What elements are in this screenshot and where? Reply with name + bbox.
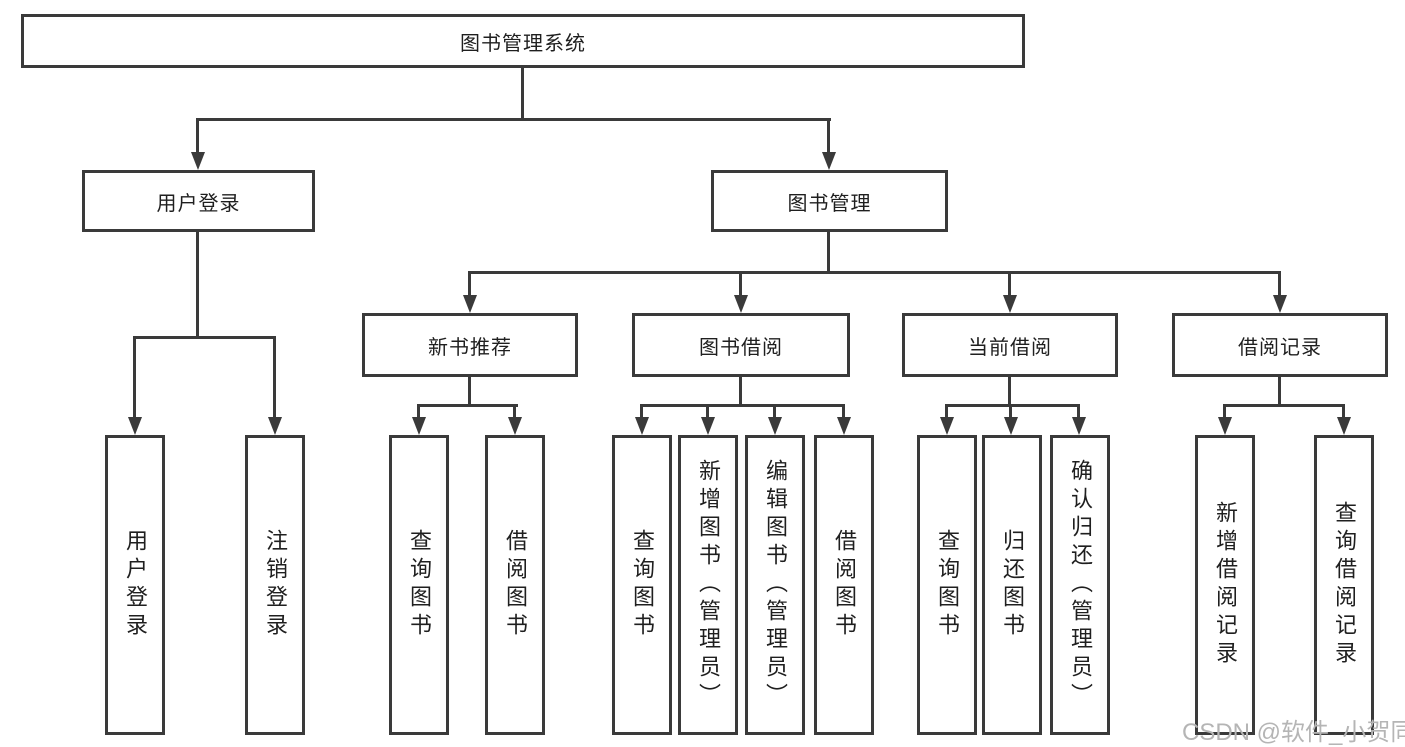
connector-line (1278, 271, 1281, 298)
connector-line (1008, 377, 1011, 407)
leaf-label: 注销登录 (263, 529, 288, 641)
leaf-label: 借阅图书 (832, 529, 857, 641)
connector-line (468, 271, 1281, 274)
leaf-label: 查询借阅记录 (1332, 501, 1357, 669)
leaf-label: 借阅图书 (503, 529, 528, 641)
connector-line (133, 336, 136, 420)
leaf-borrow-book-2: 借阅图书 (814, 435, 874, 735)
node-borrow-record: 借阅记录 (1172, 313, 1388, 377)
connector-line (827, 118, 830, 154)
connector-line (706, 404, 709, 420)
arrowhead-down-icon (412, 417, 426, 435)
arrowhead-down-icon (463, 295, 477, 313)
leaf-logout: 注销登录 (245, 435, 305, 735)
node-label: 新书推荐 (428, 336, 512, 359)
arrowhead-down-icon (1003, 295, 1017, 313)
node-label: 当前借阅 (968, 336, 1052, 359)
leaf-query-book-2: 查询图书 (612, 435, 672, 735)
connector-line (827, 232, 830, 274)
connector-line (1278, 377, 1281, 407)
leaf-label: 新增借阅记录 (1213, 501, 1238, 669)
leaf-return-book: 归还图书 (982, 435, 1042, 735)
connector-line (1223, 404, 1226, 420)
arrowhead-down-icon (701, 417, 715, 435)
connector-line (739, 377, 742, 407)
leaf-label: 新增图书（管理员） (696, 459, 721, 711)
connector-line (513, 404, 516, 420)
leaf-add-book-admin: 新增图书（管理员） (678, 435, 738, 735)
leaf-label: 查询图书 (407, 529, 432, 641)
connector-line (196, 118, 831, 121)
arrowhead-down-icon (768, 417, 782, 435)
leaf-add-borrow-record: 新增借阅记录 (1195, 435, 1255, 735)
connector-line (417, 404, 518, 407)
leaf-label: 归还图书 (1000, 529, 1025, 641)
connector-line (1077, 404, 1080, 420)
arrowhead-down-icon (128, 417, 142, 435)
connector-line (468, 271, 471, 298)
arrowhead-down-icon (822, 152, 836, 170)
arrowhead-down-icon (508, 417, 522, 435)
node-root-label: 图书管理系统 (460, 32, 586, 55)
node-book-borrow: 图书借阅 (632, 313, 850, 377)
node-user-login-label: 用户登录 (156, 192, 241, 215)
connector-line (640, 404, 643, 420)
leaf-label: 确认归还（管理员） (1068, 459, 1093, 711)
connector-line (1008, 271, 1011, 298)
connector-line (773, 404, 776, 420)
connector-line (1009, 404, 1012, 420)
csdn-watermark: CSDN @软件_小贺同学 (1182, 719, 1405, 746)
leaf-label: 查询图书 (630, 529, 655, 641)
leaf-label: 用户登录 (123, 529, 148, 641)
arrowhead-down-icon (837, 417, 851, 435)
node-new-book-recommend: 新书推荐 (362, 313, 578, 377)
connector-line (945, 404, 1080, 407)
connector-line (133, 336, 276, 339)
connector-line (739, 271, 742, 298)
arrowhead-down-icon (734, 295, 748, 313)
node-book-mgmt-label: 图书管理 (787, 192, 872, 215)
connector-line (640, 404, 845, 407)
connector-line (196, 232, 199, 339)
connector-line (1223, 404, 1345, 407)
node-user-login: 用户登录 (82, 170, 315, 232)
leaf-user-login: 用户登录 (105, 435, 165, 735)
leaf-label: 编辑图书（管理员） (763, 459, 788, 711)
connector-line (273, 336, 276, 420)
connector-line (417, 404, 420, 420)
arrowhead-down-icon (940, 417, 954, 435)
leaf-label: 查询图书 (935, 529, 960, 641)
arrowhead-down-icon (191, 152, 205, 170)
leaf-edit-book-admin: 编辑图书（管理员） (745, 435, 805, 735)
arrowhead-down-icon (1072, 417, 1086, 435)
leaf-confirm-return-admin: 确认归还（管理员） (1050, 435, 1110, 735)
connector-line (468, 377, 471, 407)
arrowhead-down-icon (1218, 417, 1232, 435)
node-book-mgmt: 图书管理 (711, 170, 948, 232)
leaf-query-book-1: 查询图书 (389, 435, 449, 735)
connector-line (196, 118, 199, 154)
connector-line (521, 68, 524, 121)
connector-line (945, 404, 948, 420)
node-label: 图书借阅 (699, 336, 783, 359)
arrowhead-down-icon (1337, 417, 1351, 435)
arrowhead-down-icon (635, 417, 649, 435)
leaf-borrow-book-1: 借阅图书 (485, 435, 545, 735)
arrowhead-down-icon (1273, 295, 1287, 313)
arrowhead-down-icon (268, 417, 282, 435)
node-label: 借阅记录 (1238, 336, 1322, 359)
leaf-query-borrow-record: 查询借阅记录 (1314, 435, 1374, 735)
node-root: 图书管理系统 (21, 14, 1025, 68)
connector-line (842, 404, 845, 420)
connector-line (1342, 404, 1345, 420)
leaf-query-book-3: 查询图书 (917, 435, 977, 735)
node-current-borrow: 当前借阅 (902, 313, 1118, 377)
arrowhead-down-icon (1004, 417, 1018, 435)
